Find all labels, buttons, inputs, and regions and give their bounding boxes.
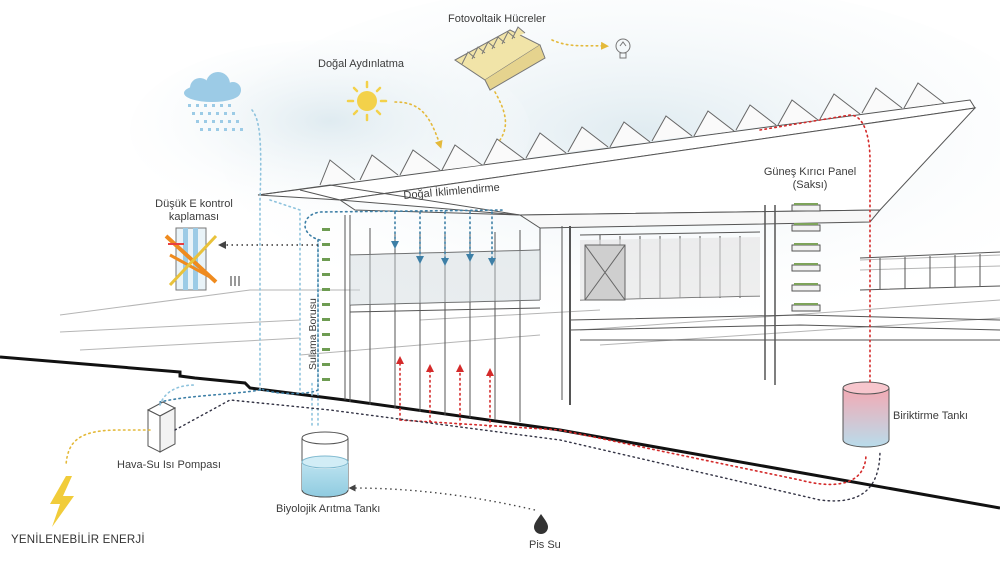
energy-flows [65, 39, 609, 466]
ventilation-flows [159, 209, 506, 403]
roof-sawtooth [319, 82, 945, 186]
water-drop-icon [534, 514, 548, 534]
rain-water-flows [159, 109, 319, 426]
bio-tank-label: Biyolojik Arıtma Tankı [276, 503, 381, 515]
rain-cloud-icon [184, 72, 243, 131]
bio-treatment-tank [301, 431, 349, 498]
storage-tank-label: Biriktirme Tankı [893, 410, 968, 422]
sun-breaker-label-line1: Güneş Kırıcı Panel [763, 166, 857, 178]
solar-panel-icon [454, 26, 546, 91]
low-e-glass-icon [164, 227, 240, 291]
heat-pump-label: Hava-Su Isı Pompası [117, 459, 221, 471]
daylight-label: Doğal Aydınlatma [318, 58, 405, 70]
interior-lift-brace [584, 244, 626, 301]
photovoltaic-label: Fotovoltaik Hücreler [448, 13, 546, 25]
low-e-label-line2: kaplaması [168, 211, 220, 223]
waste-water-arrow [348, 484, 536, 511]
heat-pump-unit [146, 401, 177, 453]
ground-section-line [0, 355, 1000, 510]
sun-icon [346, 80, 388, 122]
low-e-label-line1: Düşük E kontrol [155, 198, 233, 210]
waste-water-label: Pis Su [529, 539, 561, 551]
storage-tank [842, 381, 890, 448]
warm-water-flows [396, 114, 871, 486]
sun-breaker-panels [791, 203, 821, 312]
return-flows [174, 399, 881, 502]
sun-breaker-label-line2: (Saksı) [792, 179, 828, 191]
green-wall [322, 228, 330, 381]
irrigation-pipe-label: Sulama Borusu [307, 298, 319, 370]
light-bulb-icon [615, 38, 631, 59]
lightning-icon [50, 476, 74, 527]
renewable-energy-label: YENİLENEBİLİR ENERJİ [11, 534, 145, 546]
roof-canopy [257, 99, 977, 229]
